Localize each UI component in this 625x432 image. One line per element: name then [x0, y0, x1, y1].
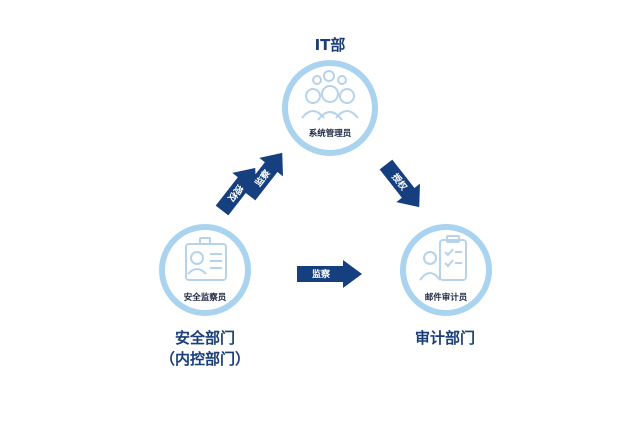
supervise-arrow-bottom: 监察 — [297, 260, 362, 288]
security-supervisor-role-label: 安全监察员 — [184, 292, 227, 303]
checklist-person-icon — [419, 235, 467, 281]
sysadmin-node: 系统管理员 — [282, 60, 378, 156]
supervise-bottom-label: 监察 — [312, 268, 331, 280]
supervise-arrow-left: 监察 — [242, 152, 283, 201]
grant-arrow-right: 授权 — [379, 159, 420, 208]
security-supervisor-node: 安全监察员 — [159, 224, 251, 316]
audit-department-label: 审计部门 — [414, 329, 475, 347]
sysadmin-role-label: 系统管理员 — [309, 128, 352, 139]
auditor-node: 邮件审计员 — [400, 224, 492, 316]
security-department-label: 安全部门 — [174, 329, 235, 347]
auditor-role-label: 邮件审计员 — [425, 292, 468, 303]
grant-arrow-left: 授权 — [215, 167, 256, 216]
it-department-label: IT部 — [314, 36, 346, 54]
people-gears-icon — [301, 70, 359, 121]
security-department-sublabel: （内控部门） — [159, 350, 250, 368]
id-badge-icon — [185, 237, 227, 281]
